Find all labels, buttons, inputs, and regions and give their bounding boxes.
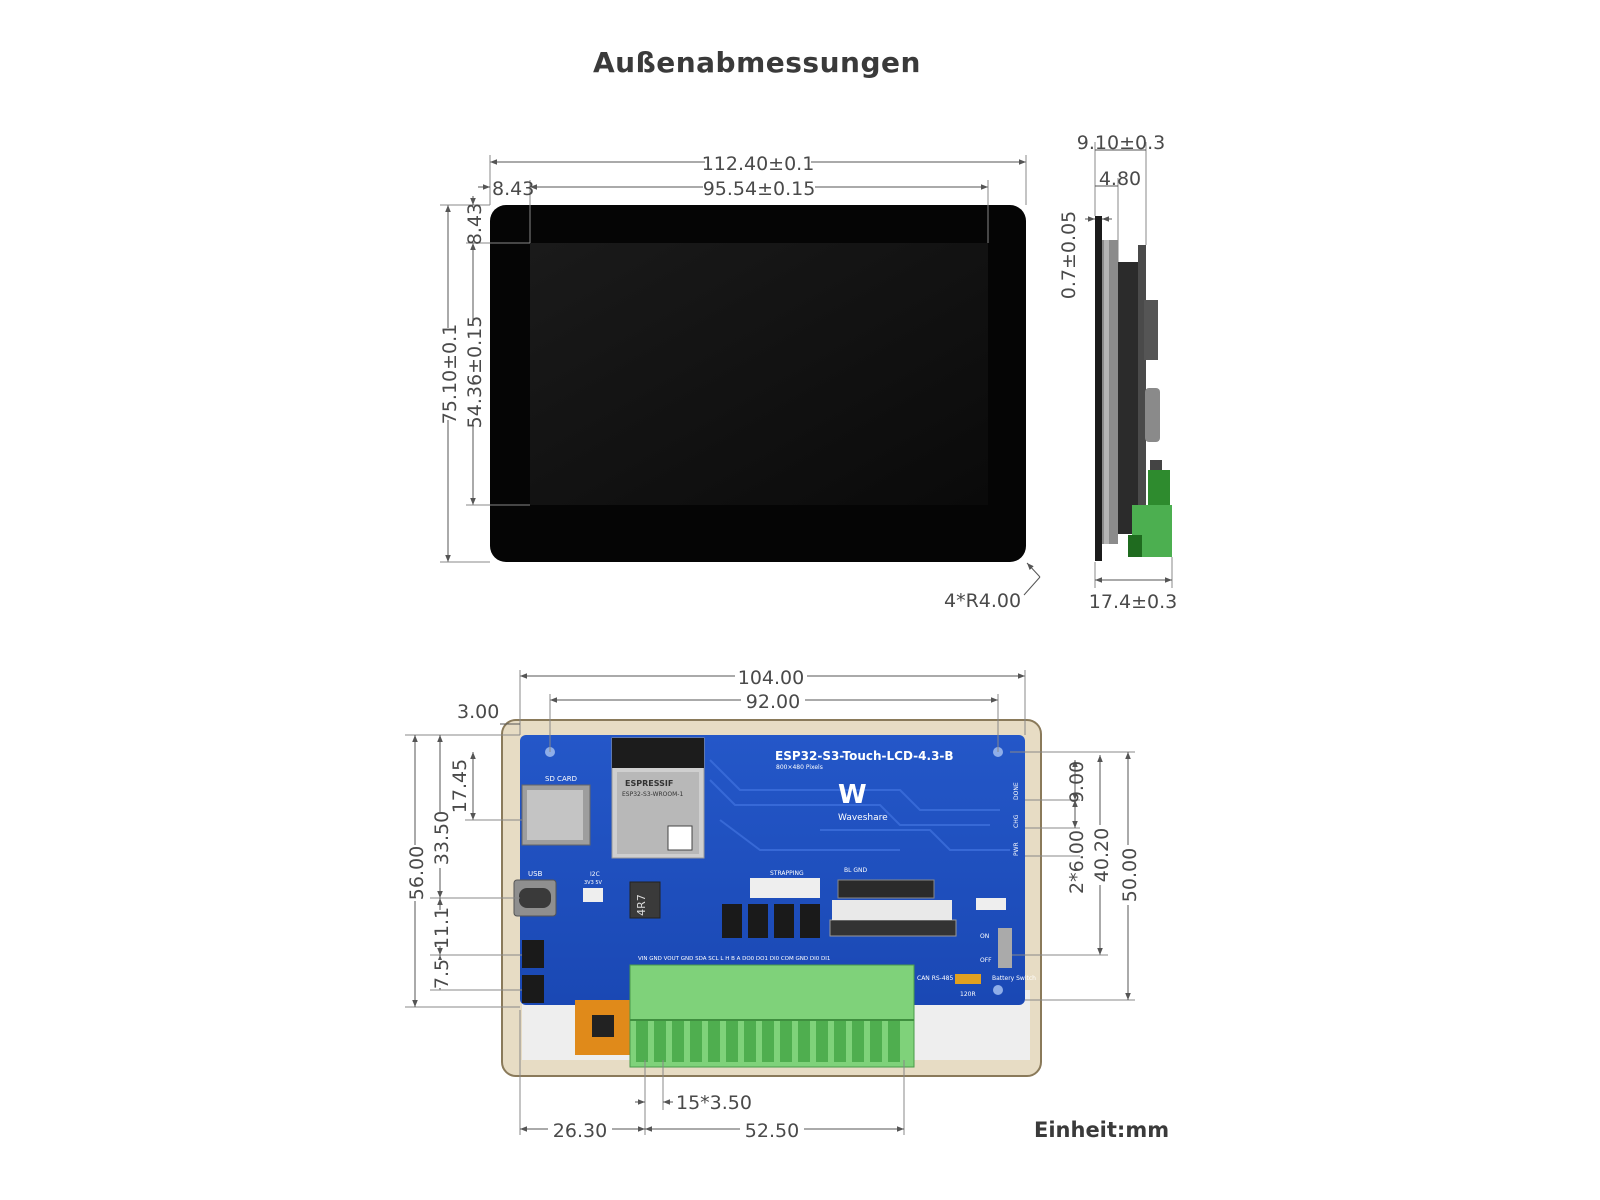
i2c-pins: 3V3 5V xyxy=(584,880,603,886)
battery-switch-label: Battery Switch xyxy=(992,975,1036,982)
strapping-label: STRAPPING xyxy=(770,870,804,877)
bl-gnd-label: BL GND xyxy=(844,867,868,874)
waveshare-logo-icon: W xyxy=(838,780,867,810)
unit-label: Einheit:mm xyxy=(1034,1118,1170,1142)
dim-corner-radius: 4*R4.00 xyxy=(944,590,1021,612)
dim-active-height: 54.36±0.15 xyxy=(464,316,486,429)
dim-terminal-width: 52.50 xyxy=(745,1120,799,1142)
dim-terminal-offset: 26.30 xyxy=(553,1120,607,1142)
dim-total-width: 112.40±0.1 xyxy=(702,153,815,175)
module-brand: ESPRESSIF xyxy=(625,779,673,788)
module-sub: ESP32-S3-WROOM-1 xyxy=(622,791,683,798)
r120-label: 120R xyxy=(960,991,976,998)
dim-right-pitch: 2*6.00 xyxy=(1066,830,1088,894)
board-model-label: ESP32-S3-Touch-LCD-4.3-B xyxy=(775,749,954,763)
dim-right-mid: 40.20 xyxy=(1091,828,1113,882)
sd-label: SD CARD xyxy=(545,775,577,783)
battery-switch xyxy=(998,928,1012,968)
back-view: ESPRESSIF ESP32-S3-WROOM-1 SD CARD USB I… xyxy=(501,719,1042,1077)
on-label: ON xyxy=(980,933,989,940)
inductor-label: 4R7 xyxy=(635,894,648,916)
dim-active-width: 95.54±0.15 xyxy=(703,178,816,200)
done-label: DONE xyxy=(1013,782,1020,800)
dim-button-gap: 7.5 xyxy=(431,959,453,989)
dim-glass-thickness: 0.7±0.05 xyxy=(1058,211,1080,299)
dim-pcb-offset: 4.80 xyxy=(1099,168,1141,190)
dim-total-height: 75.10±0.1 xyxy=(439,324,461,425)
dim-right-top: 9.00 xyxy=(1066,761,1088,803)
terminal-pin-labels: VIN GND VOUT GND SDA SCL L H B A DO0 DO1… xyxy=(638,956,830,962)
back-view-dimensions: 104.00 92.00 3.00 56.00 33.50 17.45 11.1… xyxy=(403,664,1141,1142)
active-area xyxy=(530,243,988,505)
dim-board-width: 104.00 xyxy=(738,667,804,689)
dim-height-56: 56.00 xyxy=(406,846,428,900)
board-resolution-label: 800×480 Pixels xyxy=(776,764,823,771)
dim-sd-offset: 17.45 xyxy=(449,759,471,813)
dim-total-thickness: 9.10±0.3 xyxy=(1077,132,1165,154)
front-view: 112.40±0.1 95.54±0.15 8.43 75.10±0.1 54.… xyxy=(436,150,1041,612)
pwr-label: PWR xyxy=(1013,842,1020,856)
dim-height-33: 33.50 xyxy=(431,811,453,865)
usb-label: USB xyxy=(528,870,543,878)
dim-usb-gap: 11.1 xyxy=(431,907,453,949)
dim-left-bezel: 8.43 xyxy=(492,178,534,200)
side-view: 9.10±0.3 4.80 0.7±0.05 17.4±0.3 xyxy=(1058,132,1177,613)
dim-hole-spacing: 92.00 xyxy=(746,691,800,713)
page-title: Außenabmessungen xyxy=(593,46,921,79)
dim-right-total: 50.00 xyxy=(1119,848,1141,902)
dim-hole-offset: 3.00 xyxy=(457,701,499,723)
dim-bottom-depth: 17.4±0.3 xyxy=(1089,591,1177,613)
i2c-label: I2C xyxy=(590,871,600,878)
off-label: OFF xyxy=(980,957,992,964)
dim-pin-pitch: 15*3.50 xyxy=(676,1092,752,1114)
can-rs485-label: CAN RS-485 xyxy=(917,975,953,982)
brand-label: Waveshare xyxy=(838,813,888,823)
chg-label: CHG xyxy=(1013,814,1020,828)
dim-top-bezel: 8.43 xyxy=(464,203,486,245)
